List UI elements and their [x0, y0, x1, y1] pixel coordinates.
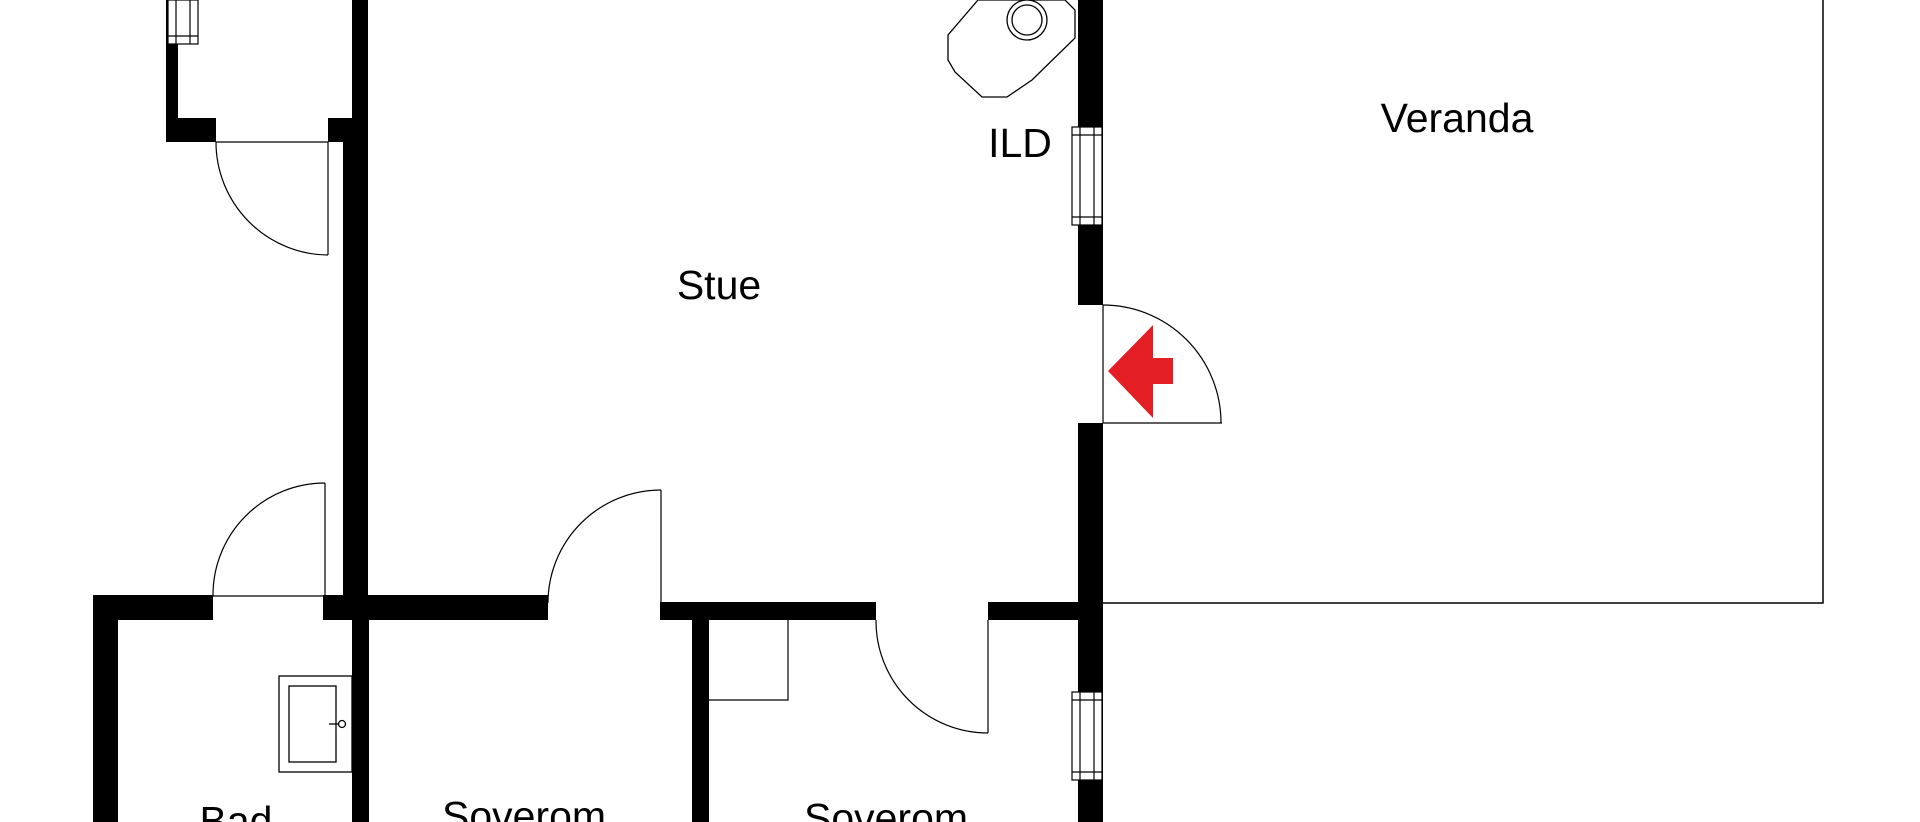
closet-outline — [709, 620, 789, 701]
room-label-soverom-1: Soverom — [442, 793, 606, 822]
door-soverom-1 — [547, 489, 662, 604]
walls — [93, 0, 1103, 822]
entrance-arrow-icon — [1108, 325, 1173, 418]
door-entrance — [1102, 304, 1222, 424]
wall-segment — [93, 595, 118, 822]
window-top-left — [167, 0, 199, 45]
room-label-soverom-2: Soverom — [804, 795, 968, 822]
wall-segment — [352, 0, 368, 142]
room-label-ild: ILD — [988, 120, 1052, 166]
fireplace-icon — [947, 0, 1076, 98]
sink-icon — [278, 675, 353, 773]
wall-segment — [988, 602, 1091, 620]
wall-segment — [660, 602, 876, 620]
door-top-left — [215, 141, 329, 256]
room-label-bad: Bad — [200, 798, 273, 822]
wall-segment — [343, 138, 368, 600]
veranda-outline — [1103, 0, 1824, 604]
door-bad — [212, 482, 326, 597]
wall-segment — [352, 615, 369, 822]
door-swings — [212, 141, 1222, 734]
window-ild — [1071, 126, 1103, 226]
window-soverom — [1071, 691, 1103, 781]
wall-segment — [166, 118, 216, 142]
room-label-veranda: Veranda — [1381, 95, 1534, 141]
wall-segment — [692, 615, 709, 822]
door-soverom-2 — [875, 619, 989, 734]
room-label-stue: Stue — [677, 262, 761, 308]
